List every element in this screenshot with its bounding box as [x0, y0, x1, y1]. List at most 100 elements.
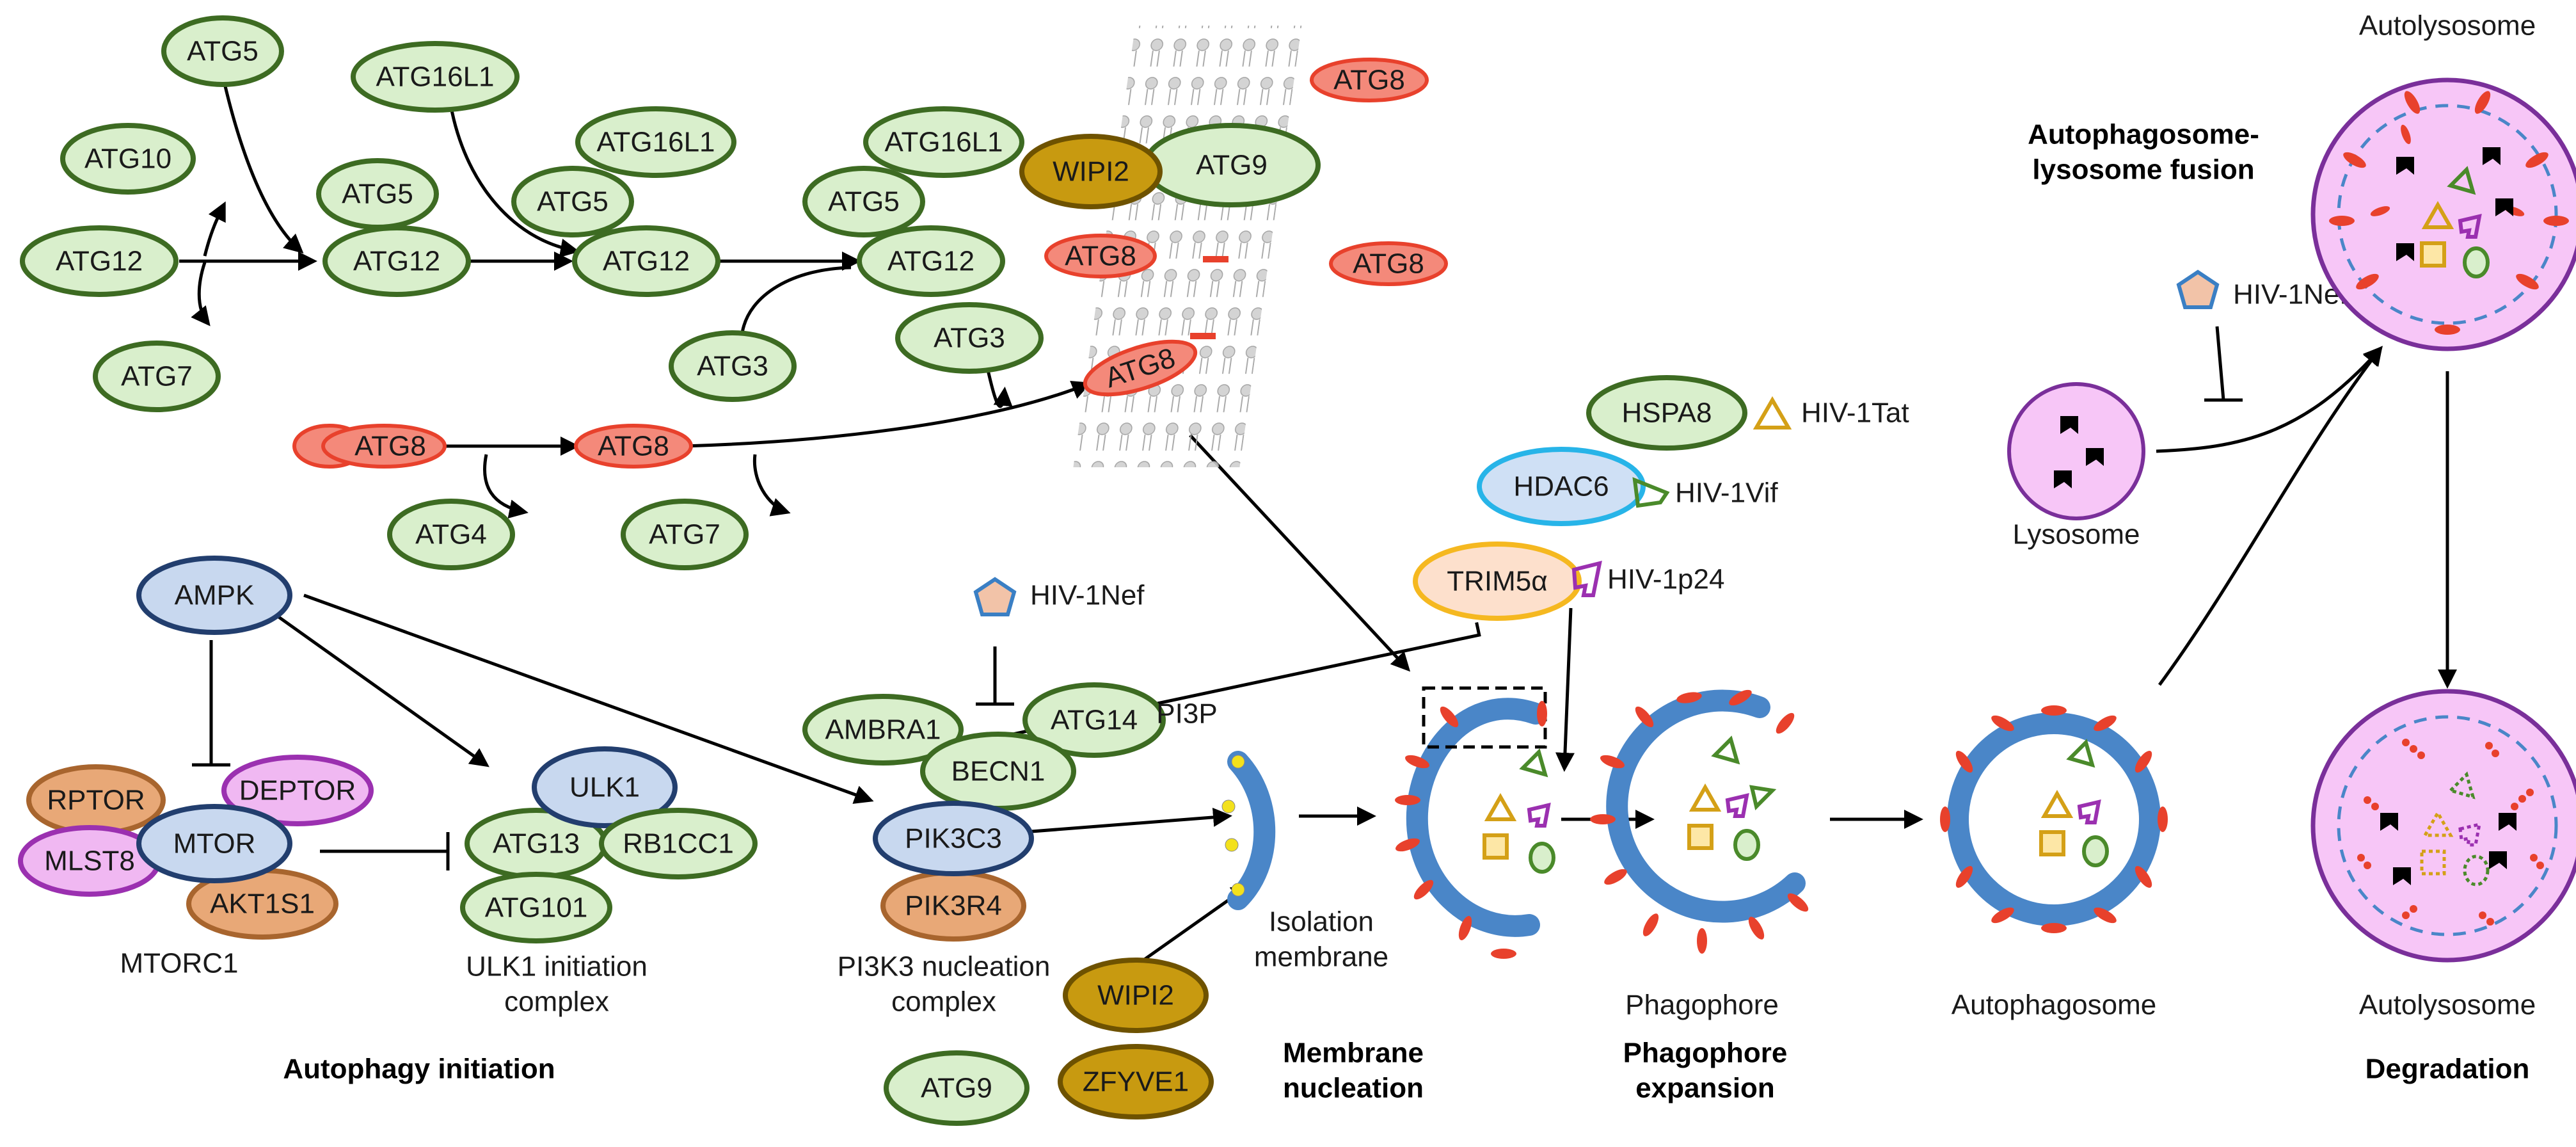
label-ulk1-complex-2: complex: [504, 986, 609, 1018]
svg-text:ATG8: ATG8: [354, 431, 426, 462]
node-akt1s1: AKT1S1: [186, 868, 338, 940]
svg-text:HDAC6: HDAC6: [1513, 471, 1609, 502]
hiv-tat-triangle-icon: [1753, 396, 1792, 429]
node-atg4: ATG4: [387, 499, 515, 570]
svg-text:ATG8: ATG8: [1333, 65, 1405, 96]
hiv-markers: HIV-1Nef HIV-1Nef HIV-1Tat HIV-1Vif HIV-…: [973, 269, 2348, 616]
node-atg3-a: ATG3: [669, 330, 797, 402]
lysosome: Lysosome: [2007, 382, 2145, 550]
node-hspa8: HSPA8: [1586, 375, 1747, 451]
node-atg5-d: ATG5: [802, 166, 925, 237]
autophagosome: Autophagosome: [1940, 705, 2168, 1021]
label-hiv-nef-2: HIV-1Nef: [2233, 279, 2348, 310]
label-hiv-nef-1: HIV-1Nef: [1030, 580, 1145, 611]
svg-text:ATG9: ATG9: [1196, 150, 1268, 181]
stage-membrane-nucleation-1: Membrane: [1283, 1038, 1424, 1069]
node-ulk1: ULK1: [532, 746, 678, 828]
svg-text:ATG3: ATG3: [934, 323, 1005, 354]
svg-text:ATG16L1: ATG16L1: [596, 127, 715, 158]
isolation-membrane: PI3P Isolation membrane: [1156, 698, 1388, 973]
svg-text:ATG101: ATG101: [485, 892, 588, 924]
svg-text:ATG7: ATG7: [649, 519, 720, 550]
label-phagophore: Phagophore: [1625, 990, 1779, 1021]
label-isolation-1: Isolation: [1269, 906, 1374, 938]
node-atg9-a: ATG9: [1143, 123, 1321, 207]
label-mtorc1: MTORC1: [120, 948, 239, 979]
svg-text:MTOR: MTOR: [173, 828, 256, 860]
svg-text:ATG5: ATG5: [537, 186, 608, 218]
node-atg16l1-b: ATG16L1: [575, 106, 736, 178]
svg-text:ATG12: ATG12: [603, 246, 690, 277]
node-atg8-b: ATG8: [574, 424, 693, 469]
label-lysosome: Lysosome: [2013, 519, 2140, 550]
svg-text:ATG4: ATG4: [415, 519, 487, 550]
svg-text:AMBRA1: AMBRA1: [825, 714, 941, 746]
node-wipi2-b: WIPI2: [1063, 958, 1209, 1033]
hiv-nef-pentagon-icon: [973, 577, 1017, 616]
node-atg8-m3: ATG8: [1329, 241, 1448, 286]
node-becn1: BECN1: [920, 732, 1076, 811]
svg-text:ATG16L1: ATG16L1: [884, 127, 1003, 158]
label-pi3k3-complex-2: complex: [891, 986, 996, 1018]
label-autolysosome-bottom: Autolysosome: [2359, 990, 2536, 1021]
protein-nodes: ATG5 ATG10 ATG12 ATG7 ATG16L1 ATG5 ATG12…: [18, 15, 1747, 1126]
svg-text:ATG8: ATG8: [598, 431, 669, 462]
node-mtor: MTOR: [136, 804, 292, 883]
node-deptor: DEPTOR: [221, 755, 374, 826]
svg-text:AKT1S1: AKT1S1: [210, 888, 315, 920]
svg-text:PIK3R4: PIK3R4: [905, 890, 1002, 922]
svg-text:ATG16L1: ATG16L1: [376, 61, 494, 93]
svg-text:MLST8: MLST8: [44, 846, 135, 877]
autolysosome-bottom: Autolysosome: [2310, 689, 2576, 1021]
node-atg8-a: ATG8: [292, 424, 447, 469]
node-trim5a: TRIM5α: [1413, 541, 1582, 621]
stage-fusion-1: Autophagosome-: [2028, 119, 2259, 150]
svg-text:ATG10: ATG10: [84, 143, 171, 175]
label-hiv-tat: HIV-1Tat: [1801, 397, 1909, 429]
svg-text:WIPI2: WIPI2: [1097, 980, 1174, 1011]
node-atg12-a: ATG12: [20, 225, 179, 297]
node-atg5-a: ATG5: [161, 15, 284, 87]
phagophore: Phagophore: [1590, 689, 1809, 1021]
node-atg12-d: ATG12: [857, 225, 1005, 297]
node-ambra1: AMBRA1: [802, 694, 964, 766]
svg-text:ULK1: ULK1: [569, 772, 640, 803]
stage-fusion-2: lysosome fusion: [2032, 154, 2254, 186]
label-hiv-p24: HIV-1p24: [1607, 564, 1724, 595]
stage-autophagy-initiation: Autophagy initiation: [283, 1054, 555, 1085]
label-ulk1-complex-1: ULK1 initiation: [466, 951, 648, 983]
stage-titles: Autophagy initiation Membrane nucleation…: [283, 119, 2529, 1104]
node-atg12-c: ATG12: [572, 225, 720, 297]
node-atg16l1-c: ATG16L1: [863, 106, 1024, 178]
node-atg7-b: ATG7: [621, 499, 749, 570]
node-hdac6: HDAC6: [1477, 447, 1646, 526]
svg-text:AMPK: AMPK: [175, 580, 255, 611]
caption-labels: MTORC1 ULK1 initiation complex PI3K3 nuc…: [120, 948, 1051, 1018]
svg-text:ATG3: ATG3: [697, 351, 768, 382]
svg-text:ATG5: ATG5: [828, 186, 900, 218]
svg-text:ATG7: ATG7: [121, 361, 193, 392]
label-isolation-2: membrane: [1254, 942, 1388, 973]
node-pik3r4: PIK3R4: [880, 870, 1026, 942]
svg-text:ATG8: ATG8: [1065, 241, 1136, 272]
node-mlst8: MLST8: [18, 825, 161, 897]
atg8-nodes: ATG8 ATG8 ATG8 ATG8 ATG8 ATG8: [292, 58, 1448, 469]
node-atg10: ATG10: [60, 123, 196, 195]
svg-text:TRIM5α: TRIM5α: [1447, 566, 1547, 597]
svg-text:ATG12: ATG12: [56, 246, 143, 277]
node-atg12-b: ATG12: [322, 225, 471, 297]
node-atg5-c: ATG5: [511, 166, 634, 237]
stage-membrane-nucleation-2: nucleation: [1283, 1073, 1424, 1104]
node-atg8-m1: ATG8: [1310, 58, 1429, 102]
hiv-vif-diamond-icon: [1632, 477, 1670, 508]
stage-degradation: Degradation: [2365, 1054, 2530, 1085]
svg-text:ATG5: ATG5: [342, 179, 413, 210]
node-atg13: ATG13: [465, 808, 608, 879]
node-rb1cc1: RB1CC1: [599, 808, 758, 879]
label-autophagosome: Autophagosome: [1952, 990, 2156, 1021]
node-atg5-b: ATG5: [316, 158, 439, 230]
svg-text:ATG12: ATG12: [887, 246, 974, 277]
node-pik3c3: PIK3C3: [873, 801, 1034, 876]
early-phagophore: [1395, 686, 1555, 959]
